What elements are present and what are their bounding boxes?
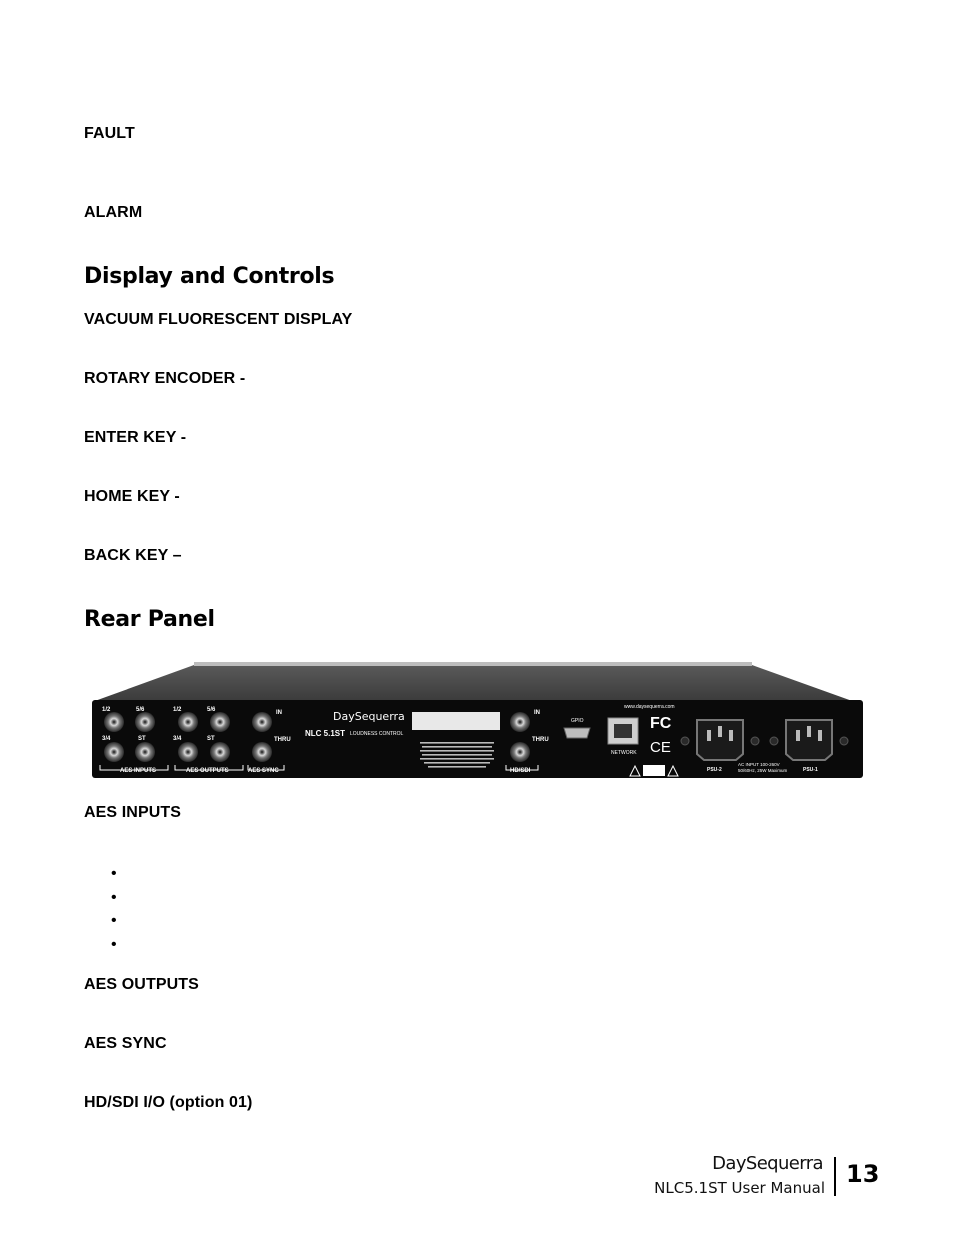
rear-panel-heading: Rear Panel bbox=[84, 607, 215, 632]
vfd-heading: VACUUM FLUORESCENT DISPLAY bbox=[84, 311, 353, 328]
aes-sync-heading: AES SYNC bbox=[84, 1035, 167, 1052]
serial-label bbox=[412, 712, 500, 730]
label-psu1: PSU-1 bbox=[803, 767, 818, 773]
ce-mark: CE bbox=[650, 739, 671, 756]
label-st-in: ST bbox=[138, 736, 146, 742]
label-34-in: 3/4 bbox=[102, 736, 111, 742]
rear-panel-image: 1/2 5/6 1/2 5/6 3/4 ST 3/4 ST IN THRU AE… bbox=[90, 662, 865, 782]
label-hdsdi: HD/SDI bbox=[510, 768, 531, 774]
label-ac-input: AC INPUT 100-260V bbox=[738, 762, 780, 767]
label-aes-sync: AES SYNC bbox=[248, 768, 279, 774]
label-hdsdi-in: IN bbox=[534, 710, 540, 716]
label-56-in: 5/6 bbox=[136, 707, 145, 713]
panel-website: www.daysequerra.com bbox=[624, 704, 675, 710]
label-st-out: ST bbox=[207, 736, 215, 742]
label-34-out: 3/4 bbox=[173, 736, 182, 742]
display-and-controls-heading: Display and Controls bbox=[84, 264, 335, 289]
label-gpio: GPIO bbox=[571, 718, 584, 724]
label-network: NETWORK bbox=[611, 750, 637, 756]
lightning-warning-icon bbox=[667, 764, 679, 777]
panel-model-sub: LOUDNESS CONTROL bbox=[350, 731, 404, 737]
hdsdi-heading: HD/SDI I/O (option 01) bbox=[84, 1094, 253, 1111]
label-aes-inputs: AES INPUTS bbox=[120, 768, 156, 774]
warning-icon bbox=[629, 764, 641, 777]
enter-key-heading: ENTER KEY - bbox=[84, 429, 187, 446]
label-ac-input-2: 50/60Hz, 25W Maximum bbox=[738, 768, 788, 773]
fault-heading: FAULT bbox=[84, 125, 135, 142]
page-number: 13 bbox=[846, 1160, 880, 1188]
label-12-out: 1/2 bbox=[173, 707, 182, 713]
footer-brand: DaySequerra bbox=[712, 1153, 823, 1174]
label-psu2: PSU-2 bbox=[707, 767, 722, 773]
panel-brand: DaySequerra bbox=[333, 710, 405, 723]
label-56-out: 5/6 bbox=[207, 707, 216, 713]
footer-manual-title: NLC5.1ST User Manual bbox=[654, 1179, 825, 1197]
label-aes-outputs: AES OUTPUTS bbox=[186, 768, 229, 774]
home-key-heading: HOME KEY - bbox=[84, 488, 180, 505]
label-12-in: 1/2 bbox=[102, 707, 111, 713]
label-hdsdi-thru: THRU bbox=[532, 737, 549, 743]
hdsdi-in-connector bbox=[510, 712, 530, 732]
footer-divider bbox=[834, 1157, 836, 1196]
alarm-heading: ALARM bbox=[84, 204, 143, 221]
hdsdi-thru-connector bbox=[510, 742, 530, 762]
aes-outputs-heading: AES OUTPUTS bbox=[84, 976, 199, 993]
aes-bnc-connectors bbox=[104, 712, 272, 762]
label-sync-thru: THRU bbox=[274, 737, 291, 743]
aes-inputs-heading: AES INPUTS bbox=[84, 804, 182, 821]
fc-mark: FC bbox=[650, 715, 672, 732]
label-sync-in: IN bbox=[276, 710, 282, 716]
back-key-heading: BACK KEY – bbox=[84, 547, 182, 564]
rotary-encoder-heading: ROTARY ENCODER - bbox=[84, 370, 246, 387]
panel-model: NLC 5.1ST bbox=[305, 729, 345, 738]
gpio-port bbox=[563, 727, 591, 739]
rear-panel-illustration: 1/2 5/6 1/2 5/6 3/4 ST 3/4 ST IN THRU AE… bbox=[92, 662, 863, 778]
